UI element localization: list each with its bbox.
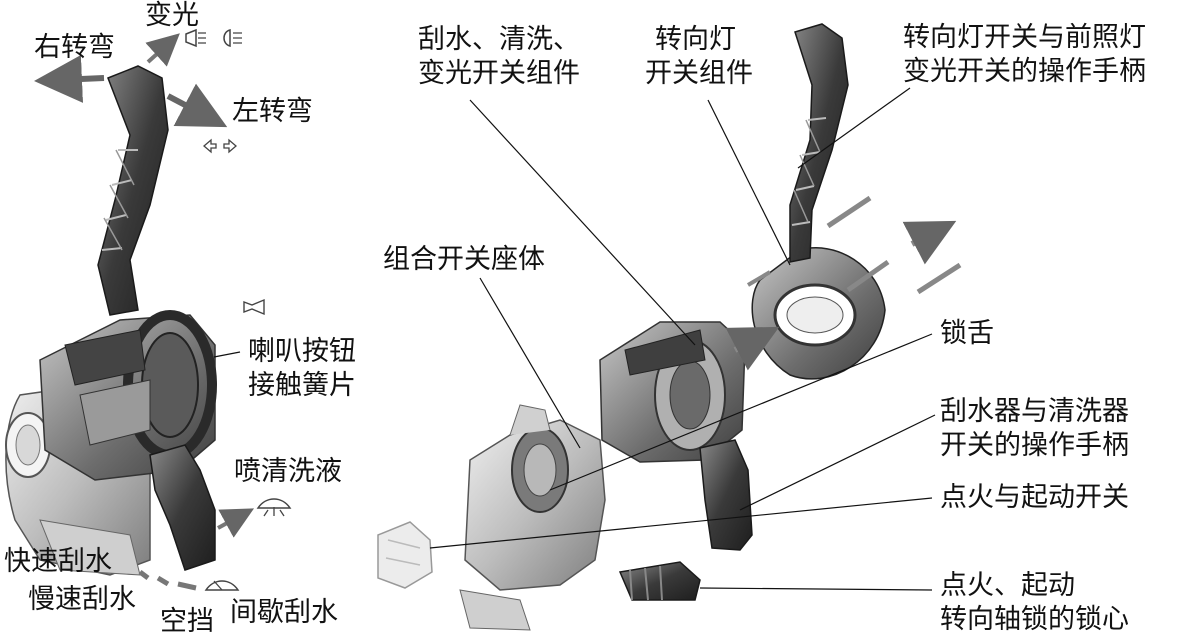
wiper-handle-part: [700, 440, 752, 550]
label-wiper-assembly-1: 刮水、清洗、: [418, 24, 580, 55]
label-turn-handle-1: 转向灯开关与前照灯: [903, 22, 1146, 53]
label-ignition-switch: 点火与起动开关: [940, 482, 1129, 513]
ignition-switch-part: [378, 522, 432, 588]
lower-handle: [150, 445, 215, 570]
right-turn-arrow: [58, 78, 104, 80]
horn-icon: [244, 300, 264, 314]
windshield-washer-icon: [258, 499, 290, 516]
label-turn-assembly-1: 转向灯: [655, 24, 736, 55]
dimmer-arrow: [148, 44, 168, 62]
label-wiper-assembly-2: 变光开关组件: [418, 58, 580, 89]
label-right-turn: 右转弯: [34, 32, 115, 63]
turn-arrows-icon: [204, 140, 236, 152]
leader-turn-assembly: [708, 100, 790, 265]
label-turn-handle-2: 变光开关的操作手柄: [903, 56, 1146, 87]
turn-handle-part: [790, 24, 848, 262]
upper-handle: [98, 66, 168, 315]
leader-lock-core: [700, 588, 932, 590]
label-lock-core-2: 转向轴锁的锁心: [940, 604, 1129, 635]
windshield-wiper-icon: [206, 581, 238, 590]
label-lock-core-1: 点火、起动: [940, 570, 1075, 601]
screw-3: [918, 265, 960, 292]
leader-wiper-handle: [740, 415, 935, 510]
label-neutral: 空挡: [160, 606, 214, 637]
headlamp-high-icon: [224, 30, 242, 46]
label-intermittent-wipe: 间歇刮水: [230, 597, 338, 628]
wipe-arrows: [140, 572, 196, 588]
label-dimmer: 变光: [145, 0, 199, 31]
label-turn-assembly-2: 开关组件: [645, 58, 753, 89]
label-horn-contact-2: 接触簧片: [248, 370, 356, 401]
label-horn-contact-1: 喇叭按钮: [248, 336, 356, 367]
label-wiper-handle-2: 开关的操作手柄: [940, 430, 1129, 461]
label-left-turn: 左转弯: [232, 96, 313, 127]
label-fast-wipe: 快速刮水: [4, 546, 112, 577]
label-switch-base: 组合开关座体: [383, 244, 545, 275]
label-washer-spray: 喷清洗液: [234, 456, 342, 487]
label-slow-wipe: 慢速刮水: [28, 584, 136, 615]
screw-1: [828, 198, 870, 226]
leader-wiper-assembly: [470, 100, 695, 345]
washer-arrow: [218, 516, 240, 528]
left-turn-arrow: [168, 96, 206, 116]
label-lock-tongue: 锁舌: [940, 318, 994, 349]
label-wiper-handle-1: 刮水器与清洗器: [940, 396, 1129, 427]
exploded-view-group: [378, 24, 960, 630]
headlamp-low-icon: [186, 30, 206, 46]
